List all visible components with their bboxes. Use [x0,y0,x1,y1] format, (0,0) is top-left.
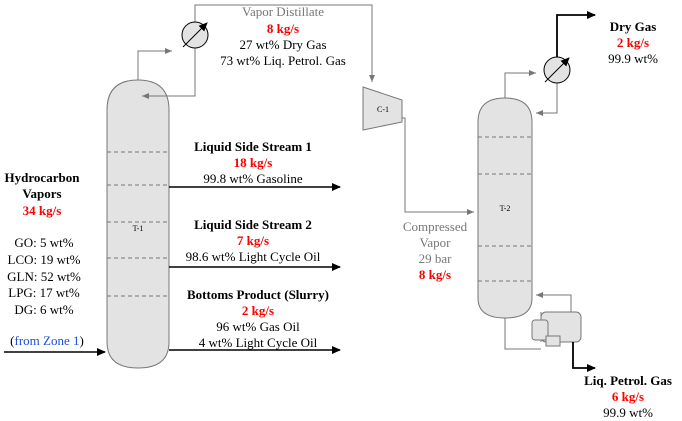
vapor-distillate-title: Vapor Distillate [242,4,324,19]
side-stream-1-line1: 99.8 wt% Gasoline [203,171,303,186]
dry-gas-rate: 2 kg/s [617,35,649,50]
lpg-labels: Liq. Petrol. Gas 6 kg/s 99.9 wt% [584,373,672,420]
bottoms-title: Bottoms Product (Slurry) [187,287,329,302]
column-t1: T-1 [106,79,170,369]
bottoms-rate: 2 kg/s [242,303,274,318]
compressed-line1: Compressed [403,219,468,234]
side-stream-1-title: Liquid Side Stream 1 [194,139,312,154]
feed-title-line1: Hydrocarbon [5,170,81,185]
bottoms-line1: 96 wt% Gas Oil [216,319,300,334]
bottoms-labels: Bottoms Product (Slurry) 2 kg/s 96 wt% G… [187,287,329,350]
dry-gas-title: Dry Gas [610,19,657,34]
condenser-1-icon [181,21,209,49]
condenser-2-icon [543,56,571,84]
composition-gln: GLN: 52 wt% [7,269,81,284]
compressed-vapor-line [402,117,474,215]
composition-lco: LCO: 19 wt% [8,252,81,267]
side-stream-1-labels: Liquid Side Stream 1 18 kg/s 99.8 wt% Ga… [194,139,312,186]
side-stream-2-rate: 7 kg/s [237,233,269,248]
vapor-distillate-labels: Vapor Distillate 8 kg/s 27 wt% Dry Gas 7… [220,4,346,68]
compressed-vapor-labels: Compressed Vapor 29 bar 8 kg/s [403,219,468,282]
lpg-rate: 6 kg/s [612,389,644,404]
composition-dg: DG: 6 wt% [14,302,73,317]
feed-rate: 34 kg/s [23,203,62,218]
compressor-c1: C-1 [362,86,403,131]
composition-go: GO: 5 wt% [14,235,73,250]
t2-overhead [504,70,558,116]
side-stream-2-title: Liquid Side Stream 2 [194,217,312,232]
dry-gas-line1: 99.9 wt% [608,51,658,66]
dry-gas-arrow [556,11,596,57]
side-stream-1-rate: 18 kg/s [234,155,273,170]
feed-labels: Hydrocarbon Vapors 34 kg/s GO: 5 wt% LCO… [5,170,84,348]
lpg-title: Liq. Petrol. Gas [584,373,672,388]
column-t2-label: T-2 [500,204,511,213]
vapor-distillate-rate: 8 kg/s [267,21,299,36]
composition-lpg: LPG: 17 wt% [8,285,80,300]
compressed-line2: Vapor [419,235,451,250]
column-t2: T-2 [477,97,533,319]
compressed-pressure: 29 bar [419,251,453,266]
t1-overhead [137,4,375,99]
feed-title-line2: Vapors [22,186,61,201]
side-stream-2-line1: 98.6 wt% Light Cycle Oil [186,249,321,264]
vapor-distillate-line2: 73 wt% Liq. Petrol. Gas [220,53,346,68]
compressor-label: C-1 [377,105,389,114]
feed-source: (from Zone 1) [10,333,84,348]
column-t1-label: T-1 [133,224,144,233]
dry-gas-labels: Dry Gas 2 kg/s 99.9 wt% [608,19,658,66]
compressed-rate: 8 kg/s [419,267,451,282]
side-stream-2-labels: Liquid Side Stream 2 7 kg/s 98.6 wt% Lig… [186,217,321,264]
bottoms-line2: 4 wt% Light Cycle Oil [199,335,318,350]
lpg-line1: 99.9 wt% [603,405,653,420]
reboiler-icon [504,292,582,350]
vapor-distillate-line1: 27 wt% Dry Gas [239,37,326,52]
lpg-arrow [572,342,596,372]
